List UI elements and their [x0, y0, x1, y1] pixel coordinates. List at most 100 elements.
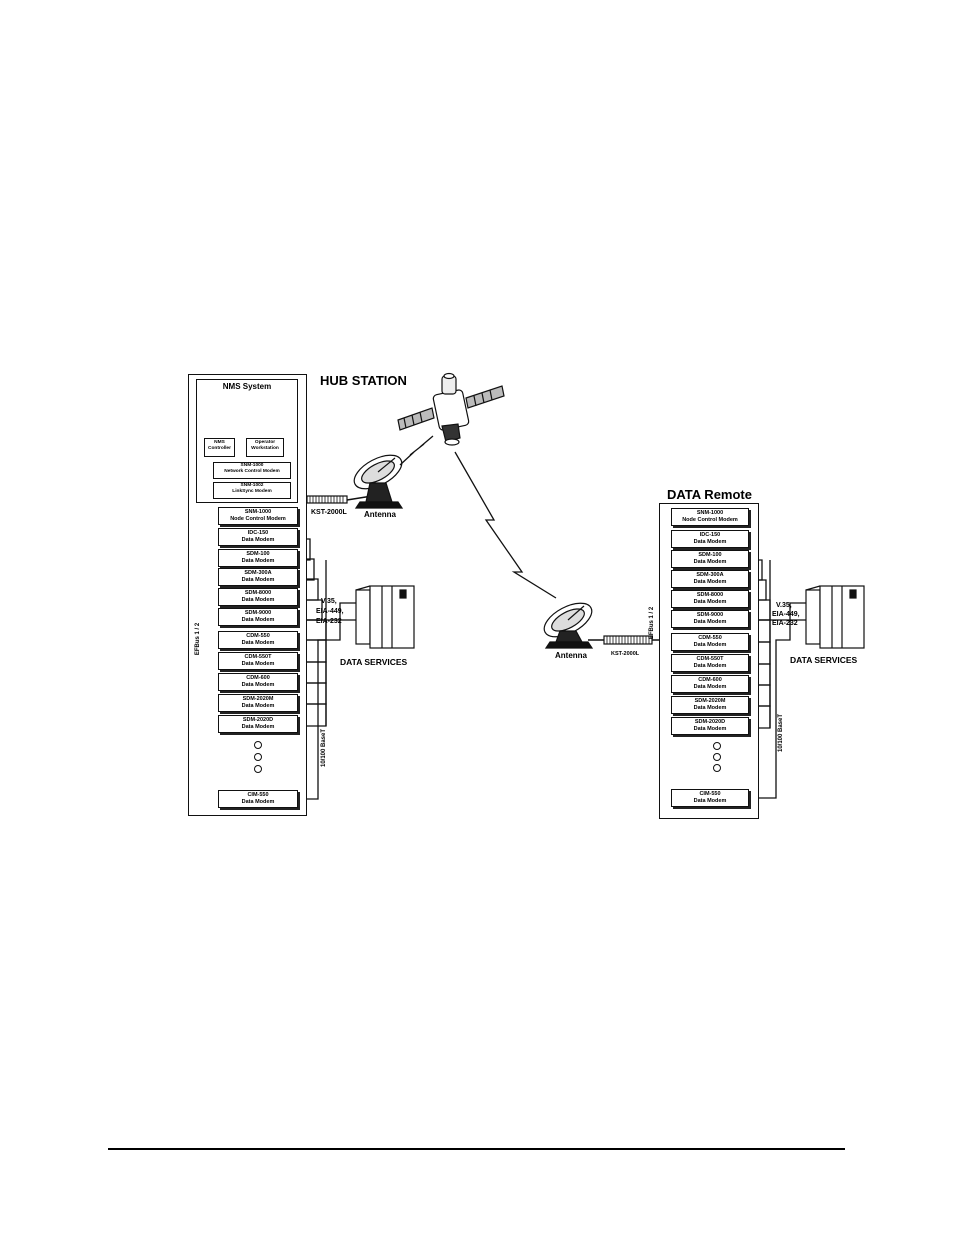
modem-model: CDM-600 [246, 675, 270, 681]
hub-interface-labels: V.35, EIA-449, EIA-232 [316, 597, 344, 627]
modem-type: Data Modem [241, 799, 275, 805]
ellipsis-dot [713, 753, 721, 761]
hub-bus-label: EFBus 1 / 2 [195, 622, 202, 656]
remote-data-services-cabinet [805, 585, 865, 649]
nms-system-title: NMS System [222, 382, 272, 391]
modem-model: SDM-9000 [244, 610, 272, 616]
interface-label: EIA-232 [772, 620, 798, 627]
interface-label: EIA-449, [316, 608, 344, 615]
remote-bus-lines [751, 539, 806, 799]
hub-uplink-signal [399, 435, 434, 466]
linksync-type: LinkSync Modem [232, 489, 272, 494]
operator-workstation-label: Operator Workstation [246, 438, 284, 457]
modem-type: Node Control Modem [682, 517, 738, 523]
hub-ethernet-label: 10/100 BaseT [321, 728, 328, 768]
modem-model: SDM-8000 [244, 590, 272, 596]
modem-model: SDM-8000 [696, 592, 724, 598]
footer-rule [108, 1148, 845, 1150]
modem-model: CDM-550 [246, 633, 270, 639]
modem-type: Data Modem [241, 617, 275, 623]
nms-controller-label: NMS Controller [204, 438, 235, 457]
remote-kst-label: KST-2000L [611, 651, 640, 657]
modem-type: Data Modem [693, 642, 727, 648]
modem-model: SDM-100 [246, 551, 270, 557]
ellipsis-dot [254, 741, 262, 749]
modem-model: CDM-550T [696, 656, 724, 662]
modem-model: CDM-600 [698, 677, 722, 683]
modem-model: CDM-550 [698, 635, 722, 641]
modem-model: CIM-550 [699, 791, 721, 797]
ellipsis-dot [254, 753, 262, 761]
modem-model: CIM-550 [247, 792, 269, 798]
modem-model: SNM-1000 [696, 510, 724, 516]
ellipsis-dot [713, 742, 721, 750]
remote-downlink-signal [454, 451, 557, 599]
modem-type: Data Modem [241, 724, 275, 730]
modem-type: Data Modem [693, 579, 727, 585]
modem-type: Data Modem [693, 705, 727, 711]
ncm-type: Network Control Modem [224, 469, 280, 474]
modem-model: IDC-150 [247, 530, 269, 536]
modem-model: SDM-300A [696, 572, 724, 578]
nms-system-box [196, 379, 298, 503]
modem-type: Data Modem [241, 703, 275, 709]
ellipsis-dot [254, 765, 262, 773]
modem-model: SDM-2020D [694, 719, 726, 725]
modem-type: Data Modem [241, 682, 275, 688]
hub-antenna-label: Antenna [364, 510, 396, 519]
modem-model: SDM-2020D [242, 717, 274, 723]
modem-type: Data Modem [693, 539, 727, 545]
data-remote-title: DATA Remote [667, 487, 752, 502]
interface-label: EIA-232 [316, 618, 342, 625]
modem-model: SDM-2020M [242, 696, 274, 702]
interface-label: V.35, [776, 602, 792, 609]
modem-type: Data Modem [241, 577, 275, 583]
satellite [397, 372, 505, 446]
modem-type: Data Modem [241, 640, 275, 646]
modem-type: Data Modem [241, 661, 275, 667]
remote-data-services-label: DATA SERVICES [790, 655, 858, 665]
modem-model: SDM-300A [244, 570, 272, 576]
modem-model: CDM-550T [244, 654, 272, 660]
hub-station-title: HUB STATION [320, 373, 407, 388]
remote-antenna-dish [543, 602, 594, 649]
hub-data-services-cabinet [355, 585, 415, 649]
modem-model: SDM-100 [698, 552, 722, 558]
remote-kst-amplifier [588, 635, 672, 645]
ellipsis-dot [713, 764, 721, 772]
hub-kst-label: KST-2000L [311, 509, 347, 516]
modem-type: Data Modem [241, 537, 275, 543]
modem-type: Data Modem [693, 684, 727, 690]
nms-network-control-modem: SNM-1000 Network Control Modem [213, 462, 291, 479]
remote-ethernet-label: 10/100 BaseT [778, 713, 785, 753]
modem-type: Data Modem [693, 663, 727, 669]
modem-type: Data Modem [241, 558, 275, 564]
modem-model: SDM-9000 [696, 612, 724, 618]
modem-type: Data Modem [693, 599, 727, 605]
modem-type: Data Modem [241, 597, 275, 603]
modem-type: Data Modem [693, 619, 727, 625]
remote-antenna-label: Antenna [555, 651, 587, 660]
